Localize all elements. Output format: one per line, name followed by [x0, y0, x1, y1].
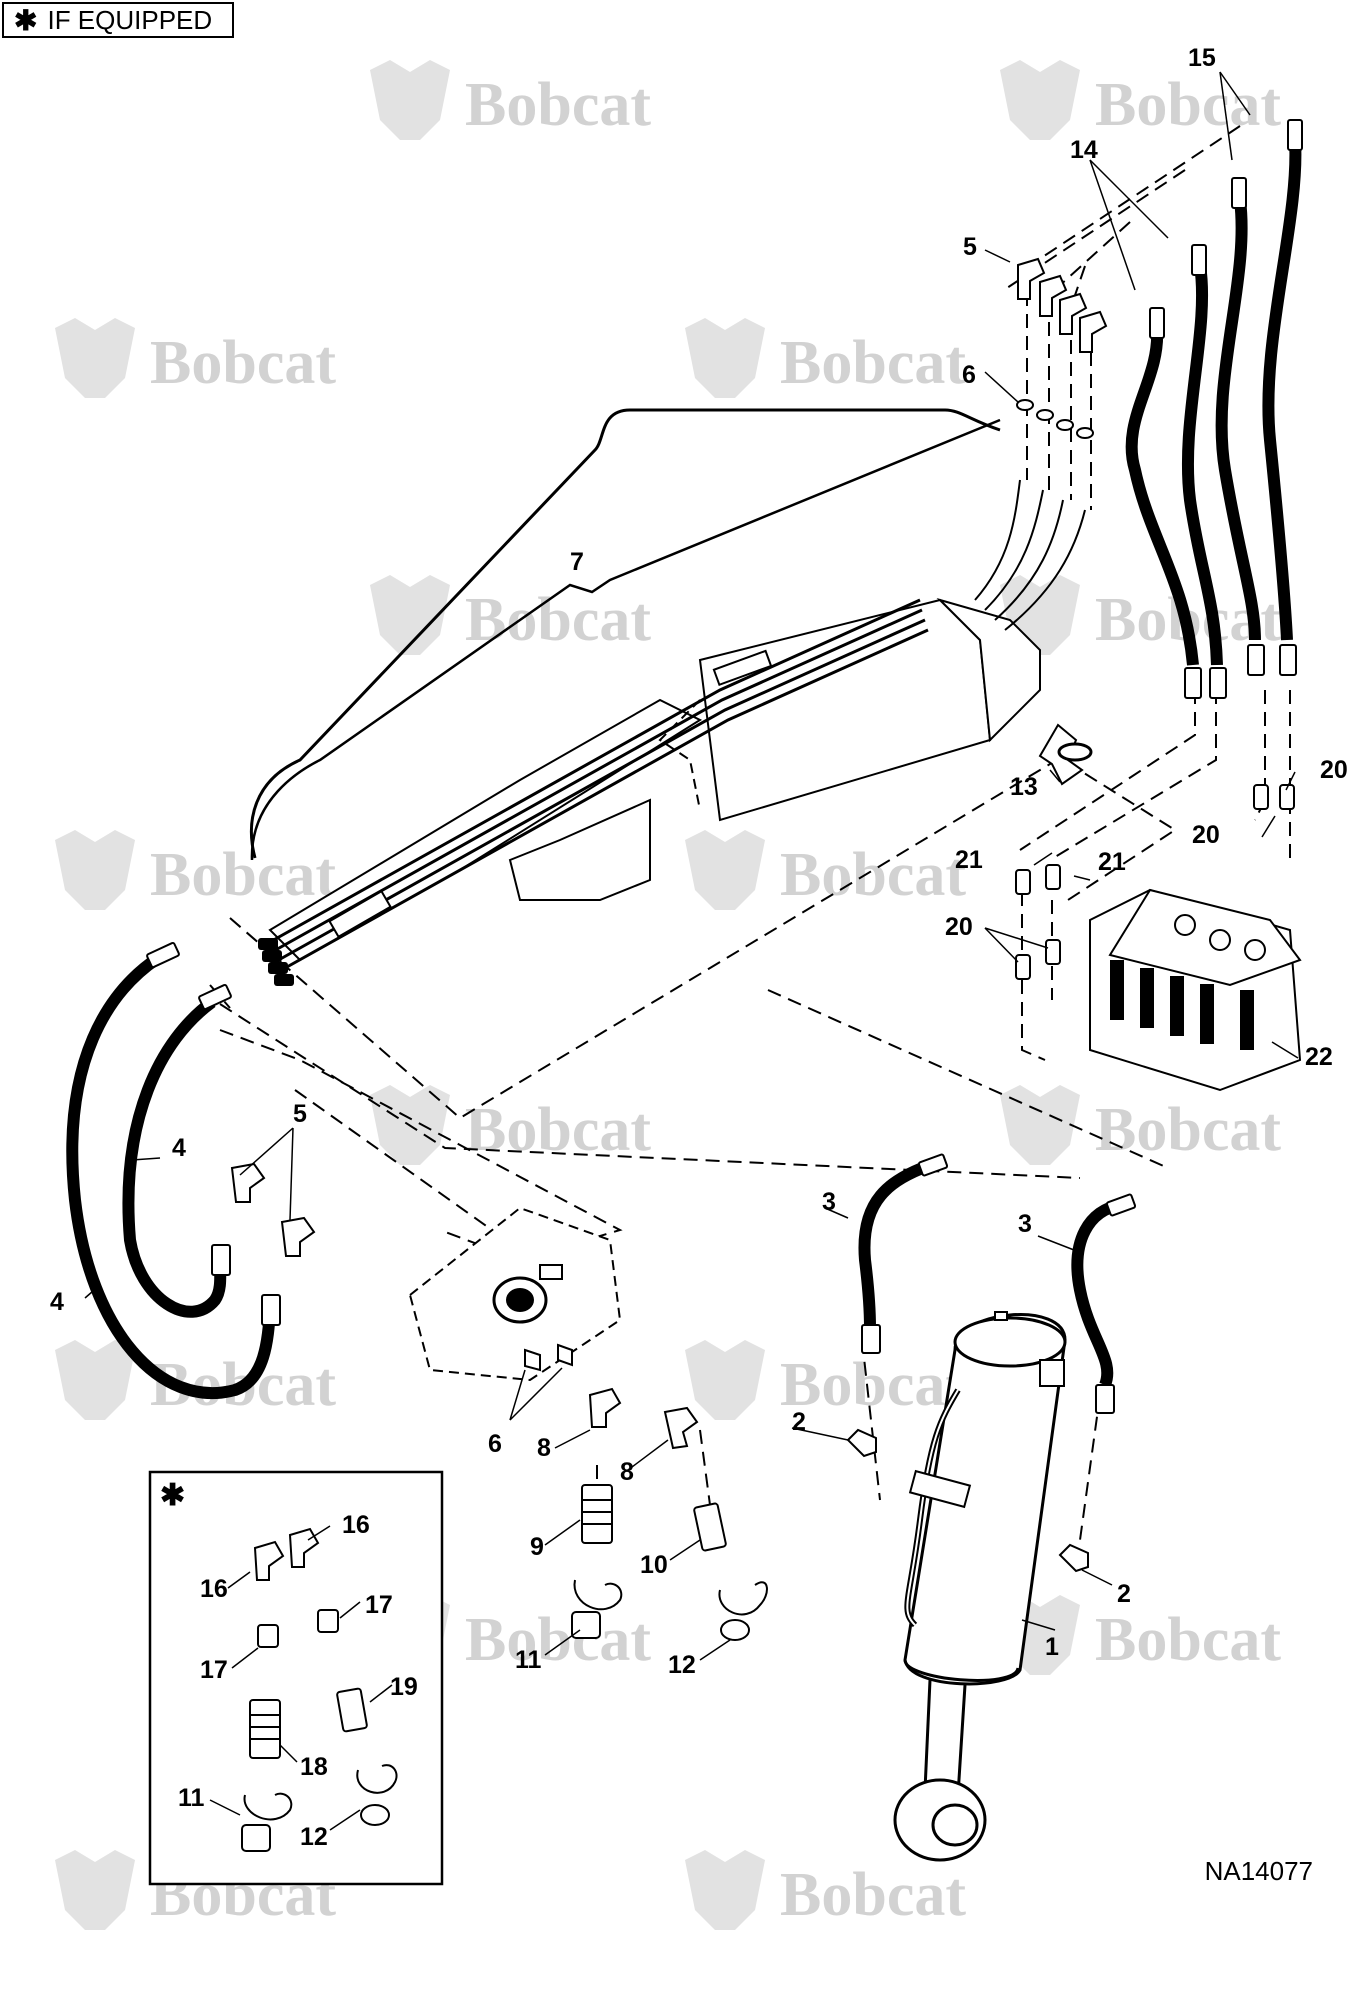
callout-20: 20	[1192, 821, 1220, 849]
callout-21: 21	[1098, 848, 1126, 876]
callout-11: 11	[515, 1646, 542, 1674]
callout-6: 6	[488, 1430, 502, 1458]
watermark-text: Bobcat	[465, 586, 651, 654]
watermark-text: Bobcat	[780, 1861, 966, 1929]
optional-parts-inset: ✱	[148, 1470, 444, 1886]
callout-4: 4	[172, 1134, 186, 1162]
watermark-text: Bobcat	[780, 841, 966, 909]
callout-1: 1	[1045, 1633, 1059, 1661]
watermark-text: Bobcat	[465, 71, 651, 139]
callout-19: 19	[390, 1673, 418, 1701]
callout-3: 3	[822, 1188, 836, 1216]
inset-asterisk-icon: ✱	[160, 1479, 185, 1512]
hydraulic-cylinder-1	[893, 1311, 1067, 1862]
watermark-bobcat-logo	[55, 1850, 135, 1930]
harness-bracket-line	[249, 408, 1001, 859]
if-equipped-label: IF EQUIPPED	[47, 4, 213, 35]
drawing-code: NA14077	[1204, 1856, 1313, 1886]
callout-4: 4	[50, 1288, 64, 1316]
watermark-text: Bobcat	[1095, 1096, 1281, 1164]
watermark-text: Bobcat	[465, 1606, 651, 1674]
watermark-bobcat-logo	[55, 830, 135, 910]
callout-22: 22	[1305, 1043, 1333, 1071]
callout-12: 12	[300, 1823, 328, 1851]
callout-20: 20	[945, 913, 973, 941]
callout-2: 2	[792, 1408, 806, 1436]
harness-tubes	[269, 598, 929, 974]
left-hoses-4	[66, 953, 276, 1400]
callout-18: 18	[300, 1753, 328, 1781]
hose-15-b	[1262, 139, 1302, 641]
callout-7: 7	[570, 548, 584, 576]
quick-couplers-8-9-10	[524, 1343, 727, 1552]
if-equipped-legend: ✱ IF EQUIPPED	[2, 2, 234, 38]
clamp-13	[1057, 742, 1093, 762]
watermark-bobcat-logo	[370, 60, 450, 140]
watermark-text: Bobcat	[1095, 71, 1281, 139]
adapter-fittings-20-21	[1015, 723, 1295, 980]
harness-fittings	[258, 938, 294, 986]
callout-numbers: 1 2 2 3 3 4 4 5 5 6 6 7 8 8 9 10 11 11 1…	[50, 44, 1348, 1851]
callout-13: 13	[1010, 773, 1038, 801]
left-hose-fittings	[146, 941, 316, 1326]
coupler-mount-plate	[408, 1206, 622, 1382]
watermark-text: Bobcat	[780, 1351, 966, 1419]
callout-11: 11	[178, 1784, 205, 1812]
upper-right-hoses	[1125, 139, 1302, 666]
harness-clamp	[712, 649, 773, 687]
watermark-text: Bobcat	[1095, 1606, 1281, 1674]
watermark-bobcat-logo	[685, 318, 765, 398]
leader-lines	[84, 71, 1299, 1831]
watermark-bobcat-logo	[1000, 60, 1080, 140]
callout-6: 6	[962, 361, 976, 389]
callout-12: 12	[668, 1651, 696, 1679]
callout-5: 5	[963, 233, 977, 261]
watermark-bobcat-logo	[685, 830, 765, 910]
watermark-bobcat-logo	[685, 1340, 765, 1420]
hose-15-a	[1215, 199, 1261, 641]
callout-15: 15	[1188, 44, 1216, 72]
callout-7-brace	[250, 418, 1001, 861]
callout-16: 16	[200, 1575, 228, 1603]
callout-3: 3	[1018, 1210, 1032, 1238]
hose-14-a	[1125, 329, 1199, 666]
boom-bracket	[508, 798, 651, 901]
callout-16: 16	[342, 1511, 370, 1539]
callout-9: 9	[530, 1533, 544, 1561]
asterisk-icon: ✱	[14, 4, 38, 36]
watermark-text: Bobcat	[150, 329, 336, 397]
callout-21: 21	[955, 846, 983, 874]
callout-17: 17	[200, 1656, 228, 1684]
callout-8: 8	[620, 1458, 634, 1486]
cylinder-hoses-3	[858, 1159, 1122, 1388]
harness-end-tubes	[974, 479, 1086, 631]
callout-10: 10	[640, 1551, 668, 1579]
callout-8: 8	[537, 1434, 551, 1462]
boom-end-mount	[936, 597, 1041, 743]
watermark-text: Bobcat	[780, 329, 966, 397]
elbow-fittings-5-top	[1017, 257, 1108, 353]
callout-5: 5	[293, 1100, 307, 1128]
watermark-bobcat-logo	[685, 1850, 765, 1930]
cylinder-hose-fittings	[846, 1153, 1137, 1573]
hose-14-b	[1181, 264, 1223, 666]
callout-14: 14	[1070, 136, 1098, 164]
callout-20: 20	[1320, 756, 1348, 784]
watermark-bobcat-logo	[55, 318, 135, 398]
watermark-bobcat-logo	[1000, 1085, 1080, 1165]
callout-17: 17	[365, 1591, 393, 1619]
watermark-bobcat-logo	[55, 1340, 135, 1420]
watermark-text: Bobcat	[150, 841, 336, 909]
o-rings-6-top	[1016, 399, 1094, 439]
control-valve-22	[1089, 888, 1302, 1092]
harness-clamp	[328, 889, 392, 939]
callout-2: 2	[1117, 1580, 1131, 1608]
boom-hose-harness	[249, 408, 1086, 986]
watermarks: Bobcat Bobcat Bobcat Bobcat Bobcat Bobca…	[55, 60, 1281, 1930]
watermark-bobcat-logo	[370, 575, 450, 655]
upper-right-hose-fittings	[1149, 119, 1303, 699]
